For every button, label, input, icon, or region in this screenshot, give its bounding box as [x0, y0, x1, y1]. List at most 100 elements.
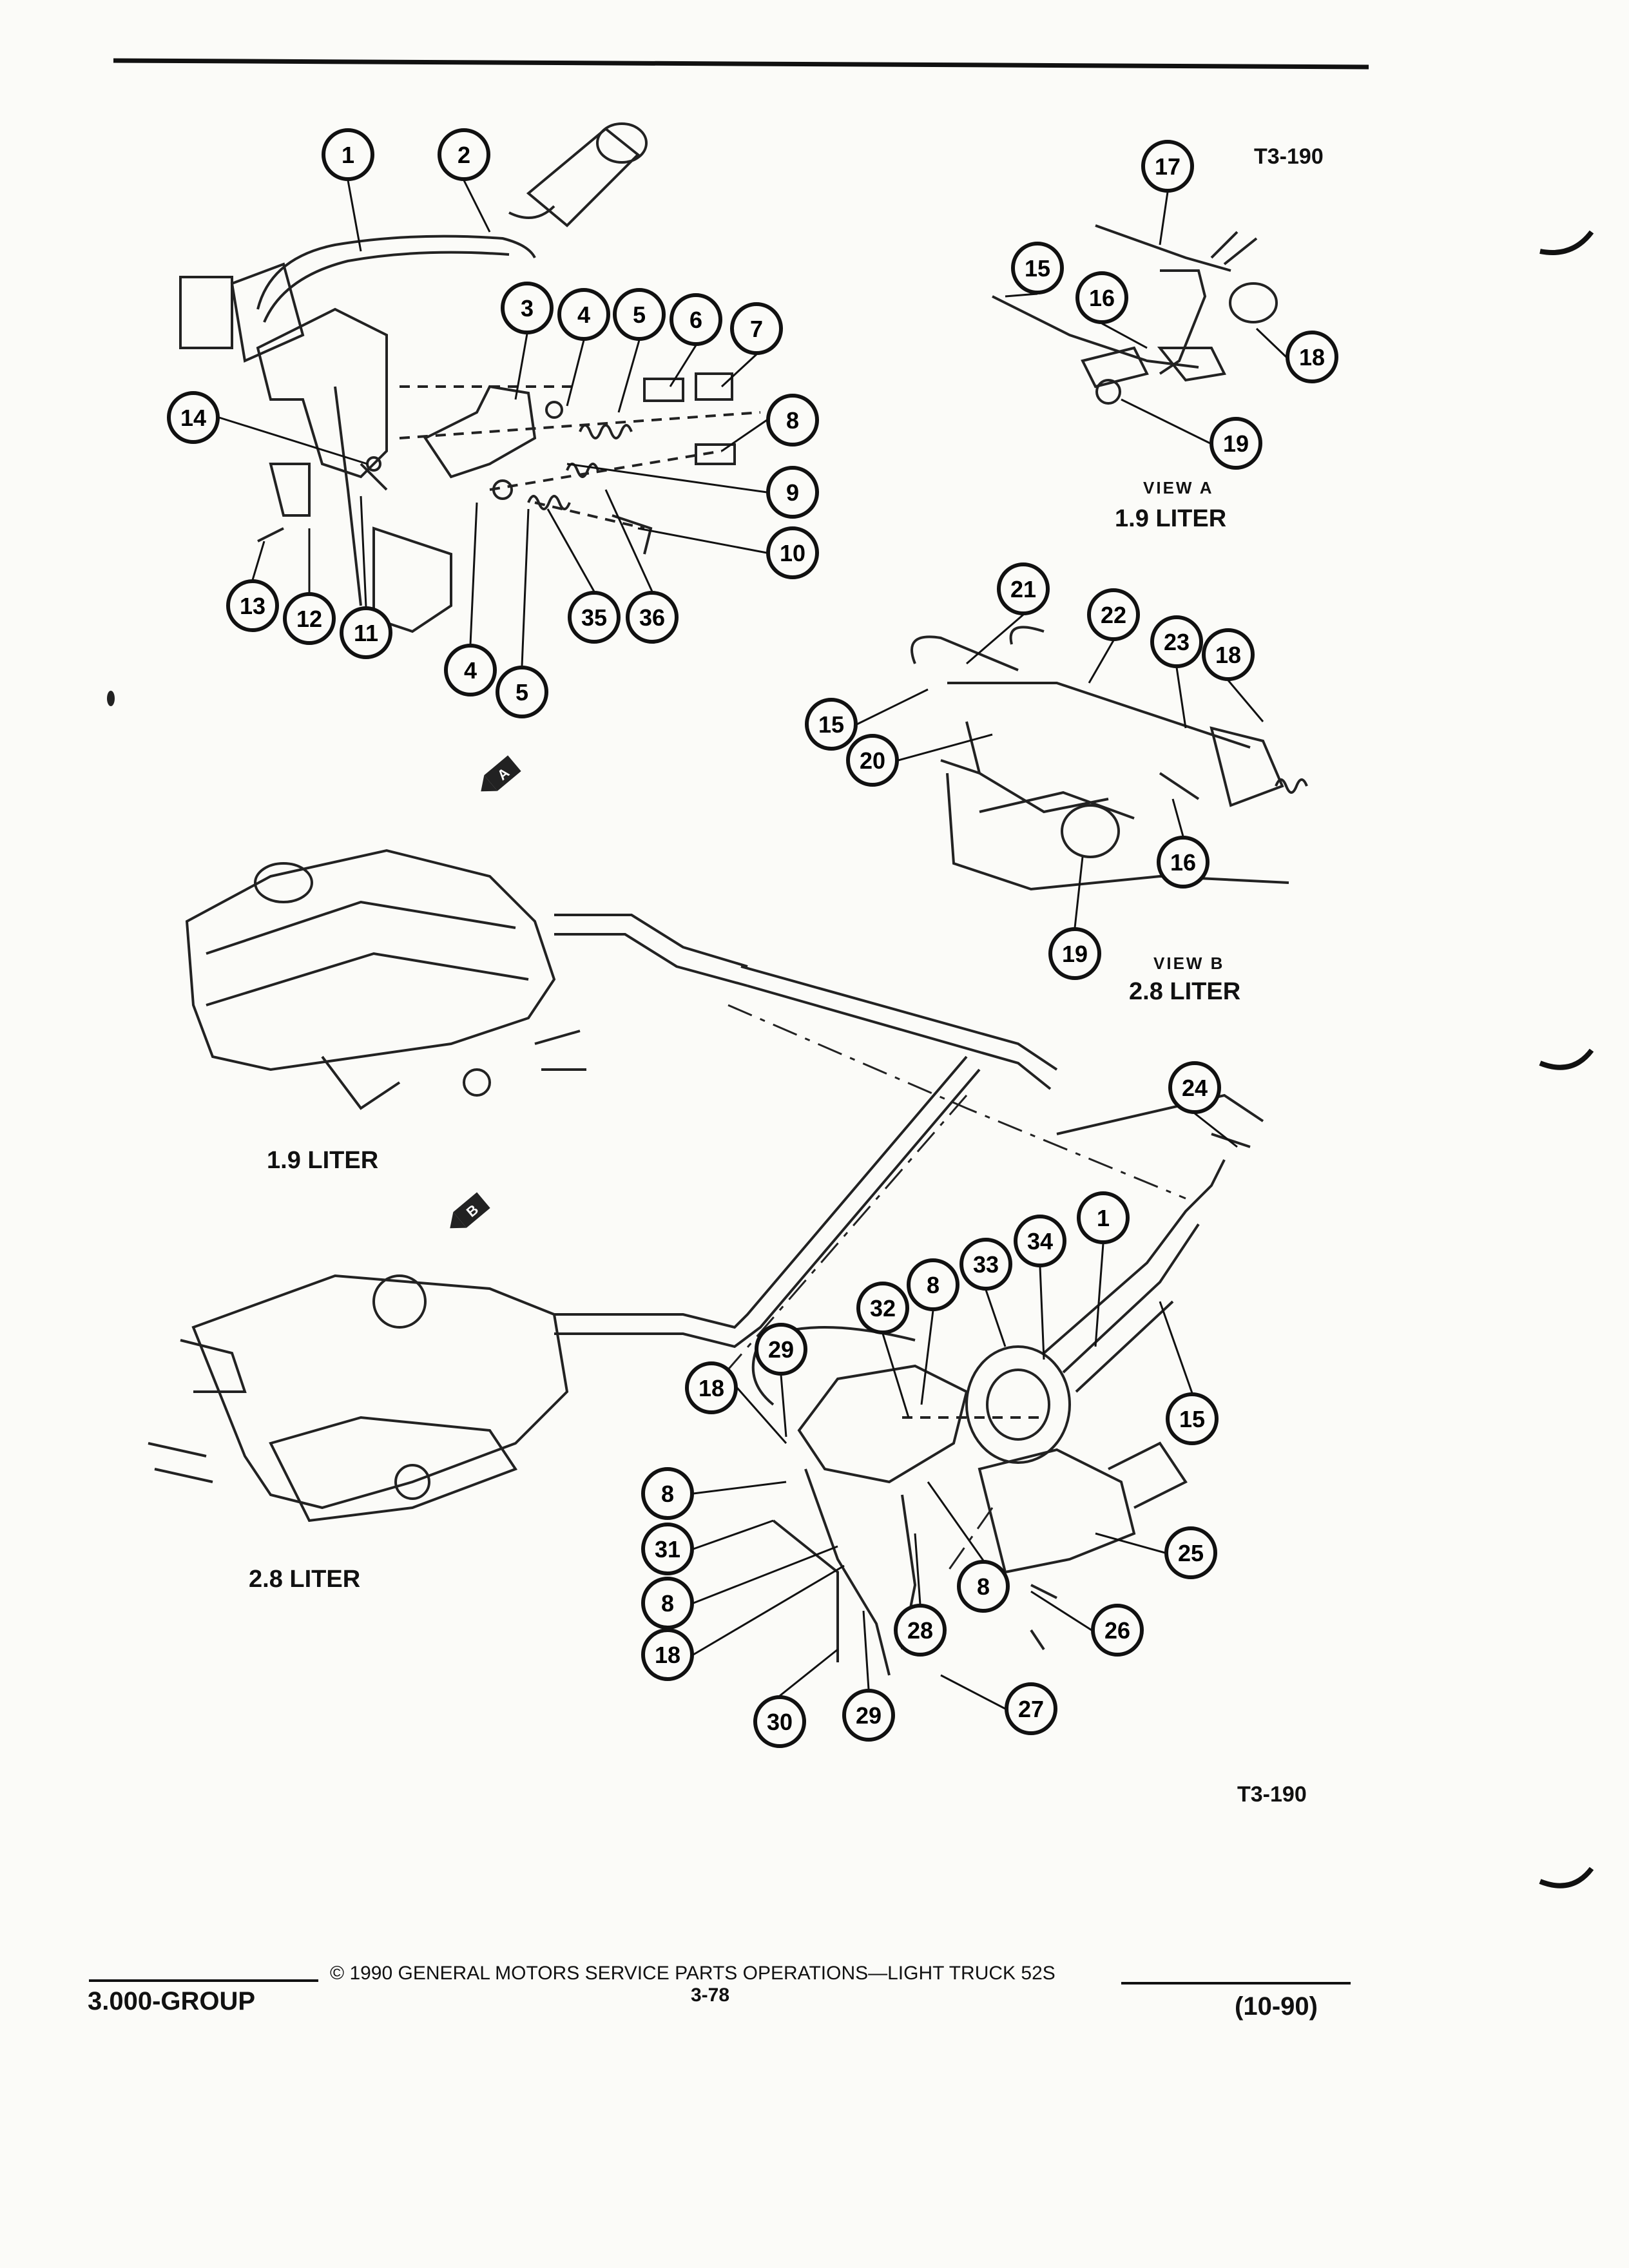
callout-number: 15	[1179, 1406, 1205, 1432]
callout-16: 16	[1075, 271, 1128, 324]
callout-circle	[753, 1695, 806, 1748]
callout-1: 1	[1077, 1191, 1130, 1244]
callout-circle	[1202, 628, 1255, 681]
callout-15: 15	[1011, 242, 1064, 294]
view-b-arrow-icon: B	[450, 1192, 490, 1229]
callout-number: 16	[1089, 285, 1115, 311]
callout-circle	[568, 591, 621, 644]
callout-circle	[444, 644, 497, 697]
callout-23: 23	[1150, 615, 1203, 668]
callout-15: 15	[805, 698, 858, 751]
callout-circle	[1157, 836, 1210, 889]
callout-circle	[1087, 588, 1140, 641]
callout-18: 18	[1286, 331, 1338, 383]
callout-2: 2	[438, 128, 490, 181]
binder-mark	[1539, 1048, 1594, 1070]
callout-circle	[766, 466, 819, 519]
callout-36: 36	[626, 591, 679, 644]
figure-code-bottom: T3-190	[1237, 1782, 1307, 1807]
callout-number: 13	[240, 593, 265, 619]
callout-number: 28	[907, 1617, 933, 1644]
callout-number: 12	[296, 606, 322, 632]
view-b-engine-label: 2.8 LITER	[1129, 978, 1241, 1005]
callout-17: 17	[1141, 140, 1194, 193]
callout-29: 29	[755, 1323, 807, 1376]
callout-19: 19	[1048, 927, 1101, 980]
callout-number: 35	[581, 604, 607, 631]
callout-number: 22	[1101, 602, 1126, 628]
callout-number: 15	[818, 711, 844, 738]
callout-7: 7	[730, 302, 783, 355]
callout-35: 35	[568, 591, 621, 644]
callout-circle	[1164, 1526, 1217, 1579]
callout-number: 19	[1062, 941, 1088, 967]
punch-mark	[107, 691, 115, 706]
callout-21: 21	[997, 562, 1050, 615]
callout-number: 15	[1025, 255, 1050, 282]
callout-8: 8	[641, 1467, 694, 1520]
callout-circle	[167, 391, 220, 444]
callout-number: 8	[977, 1573, 990, 1600]
callout-circle	[856, 1282, 909, 1334]
callout-number: 26	[1104, 1617, 1130, 1644]
callout-number: 30	[767, 1709, 793, 1735]
callout-24: 24	[1168, 1061, 1221, 1114]
callout-circle	[766, 394, 819, 447]
callout-circle	[842, 1689, 895, 1742]
binder-mark	[1539, 230, 1594, 255]
callout-10: 10	[766, 526, 819, 579]
callout-circle	[805, 698, 858, 751]
callout-number: 14	[180, 405, 206, 431]
callout-circle	[685, 1361, 738, 1414]
callout-circle	[1168, 1061, 1221, 1114]
callout-31: 31	[641, 1523, 694, 1575]
callout-number: 16	[1170, 849, 1196, 876]
callout-circle	[1286, 331, 1338, 383]
callout-circle	[1011, 242, 1064, 294]
callout-number: 36	[639, 604, 665, 631]
view-a-label: VIEW A	[1143, 478, 1214, 497]
callout-number: 18	[699, 1375, 724, 1401]
callout-circle	[496, 666, 548, 718]
callout-5: 5	[496, 666, 548, 718]
footer-copyright: © 1990 GENERAL MOTORS SERVICE PARTS OPER…	[330, 1963, 1055, 1984]
callout-circle	[1166, 1392, 1219, 1445]
callout-circle	[907, 1258, 959, 1311]
callout-number: 9	[786, 479, 799, 506]
engine-label-1-9: 1.9 LITER	[267, 1147, 379, 1174]
callout-18: 18	[641, 1628, 694, 1681]
callout-number: 19	[1223, 430, 1249, 457]
callout-number: 6	[689, 307, 702, 333]
callout-number: 18	[1215, 642, 1241, 668]
callout-1: 1	[322, 128, 374, 181]
callout-number: 32	[870, 1295, 896, 1321]
callout-29: 29	[842, 1689, 895, 1742]
callout-number: 8	[661, 1590, 674, 1617]
callout-number: 8	[786, 407, 799, 434]
callout-34: 34	[1014, 1215, 1066, 1267]
top-rule	[113, 58, 1369, 70]
callout-18: 18	[685, 1361, 738, 1414]
callout-number: 3	[521, 295, 534, 322]
callout-4: 4	[557, 288, 610, 341]
callout-27: 27	[1005, 1682, 1057, 1735]
callout-circle	[226, 579, 279, 632]
view-a-arrow-icon: A	[481, 755, 521, 792]
callout-number: 1	[342, 142, 354, 168]
callout-3: 3	[501, 282, 554, 334]
callout-circle	[641, 1467, 694, 1520]
callout-circle	[755, 1323, 807, 1376]
callout-number: 20	[860, 747, 885, 774]
callout-circle	[501, 282, 554, 334]
callout-number: 4	[464, 657, 477, 684]
callout-28: 28	[894, 1604, 947, 1657]
footer-page-number: 3-78	[691, 1984, 730, 2006]
callout-8: 8	[766, 394, 819, 447]
callout-circle	[340, 606, 392, 659]
routing-lines	[708, 1004, 1186, 1573]
callout-number: 5	[633, 302, 646, 328]
callout-32: 32	[856, 1282, 909, 1334]
callout-circle	[283, 592, 336, 645]
callout-number: 8	[927, 1272, 940, 1298]
callout-number: 18	[1299, 344, 1325, 370]
